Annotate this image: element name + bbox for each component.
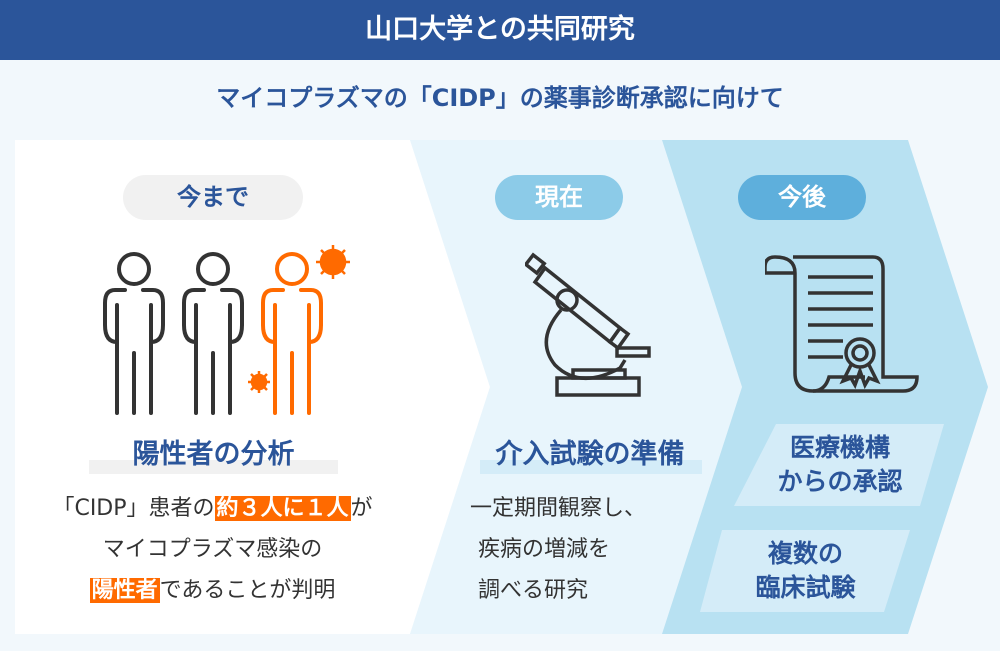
desc-text: 疾病の増減を — [478, 537, 611, 562]
people-virus-icon — [103, 245, 350, 415]
future-box-trials: 複数の 臨床試験 — [708, 530, 903, 612]
box-text: 複数の — [767, 539, 843, 568]
desc-text: 「CIDP」患者の — [52, 496, 215, 521]
desc-text: 調べる研究 — [478, 578, 589, 603]
stage-label-past: 今まで — [123, 175, 303, 220]
desc-text: が — [350, 496, 373, 521]
stage-label-future: 今後 — [738, 175, 866, 220]
desc-text: であることが判明 — [159, 578, 336, 603]
stage-desc-present: 一定期間観察し、 疾病の増減を 調べる研究 — [470, 488, 680, 611]
heading-underline — [89, 460, 338, 474]
future-box-approval: 医療機構 からの承認 — [740, 424, 940, 506]
stage-desc-past: 「CIDP」患者の約３人に１人が マイコプラズマ感染の 陽性者であることが判明 — [15, 488, 410, 611]
box-text: 臨床試験 — [755, 573, 856, 602]
panel-present — [410, 140, 742, 634]
stage-heading-past: 陽性者の分析 — [132, 439, 295, 470]
desc-text: マイコプラズマ感染の — [102, 537, 323, 562]
box-text: 医療機構 — [789, 433, 890, 462]
desc-text: 一定期間観察し、 — [470, 496, 647, 521]
highlight-ratio: 約３人に１人 — [214, 496, 351, 521]
microscope-icon — [525, 252, 651, 397]
highlight-positive: 陽性者 — [89, 578, 160, 603]
certificate-scroll-icon — [765, 255, 919, 393]
stage-label-present: 現在 — [495, 175, 623, 220]
box-text: からの承認 — [777, 467, 903, 496]
heading-underline — [480, 460, 702, 474]
subtitle: マイコプラズマの「CIDP」の薬事診断承認に向けて — [216, 84, 784, 112]
header-title: 山口大学との共同研究 — [0, 0, 1000, 60]
stage-heading-present: 介入試験の準備 — [495, 439, 685, 470]
